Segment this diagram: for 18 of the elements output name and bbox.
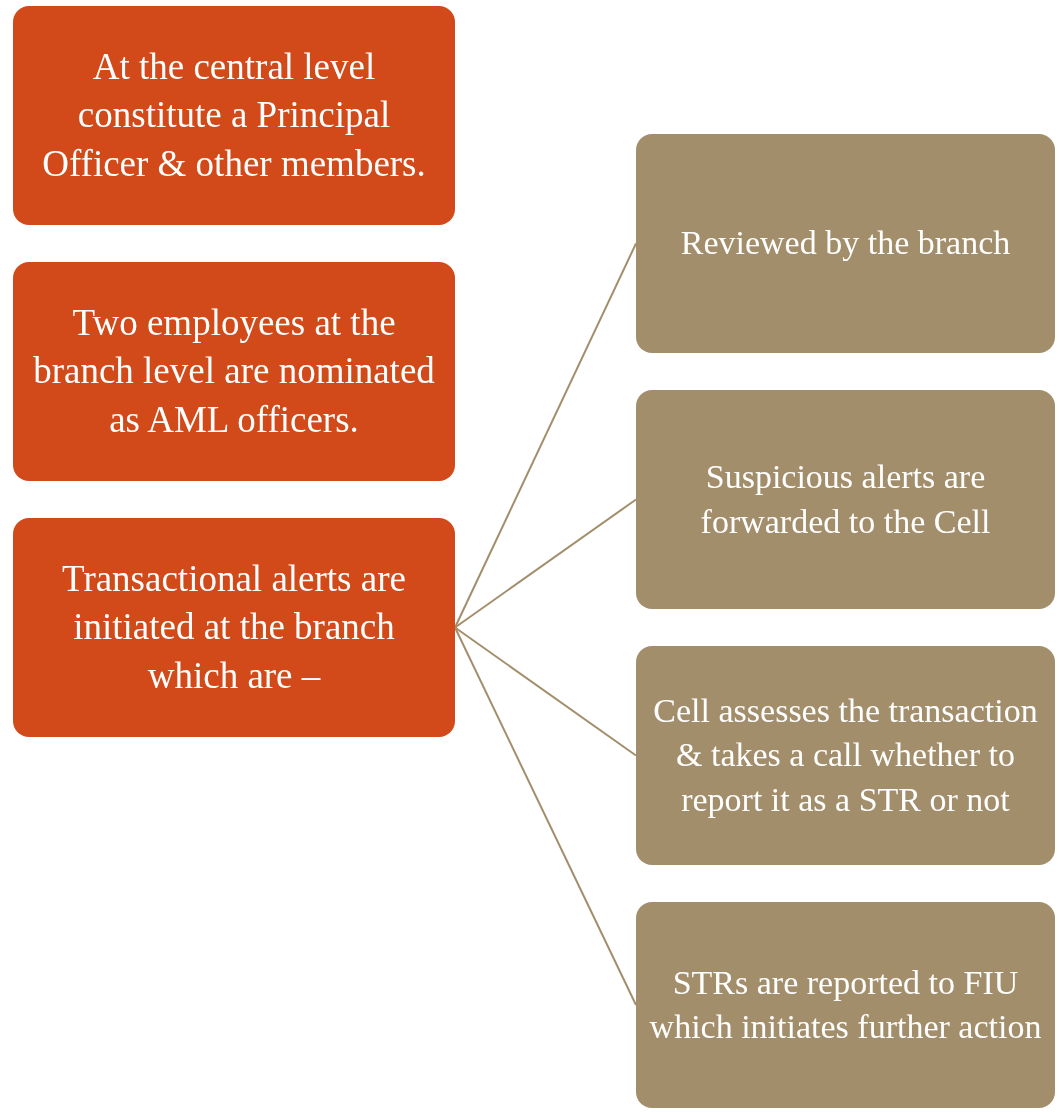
box-text: STRs are reported to FIU which initiates further action bbox=[648, 962, 1043, 1047]
process-box bbox=[636, 390, 1055, 609]
box-text: Suspicious alerts are forwarded to the Cell bbox=[699, 457, 992, 542]
process-box bbox=[636, 646, 1055, 865]
box-text: Two employees at the branch level are nominated as AML officers. bbox=[32, 301, 436, 442]
process-box bbox=[636, 902, 1055, 1108]
connector-line bbox=[454, 498, 637, 629]
process-box bbox=[13, 6, 455, 225]
process-box bbox=[13, 518, 455, 737]
connector-line bbox=[454, 626, 637, 1006]
connector-line bbox=[454, 626, 637, 757]
connector-line bbox=[454, 242, 637, 629]
process-box bbox=[636, 134, 1055, 353]
process-box bbox=[13, 262, 455, 481]
box-text: Cell assesses the transaction & takes a call whether to report it as a STR or not bbox=[652, 691, 1039, 820]
box-text: Transactional alerts are initiated at the branch which are – bbox=[61, 557, 407, 698]
box-text: At the central level constitute a Principal Officer & other members. bbox=[41, 45, 427, 186]
box-text: Reviewed by the branch bbox=[680, 223, 1011, 264]
